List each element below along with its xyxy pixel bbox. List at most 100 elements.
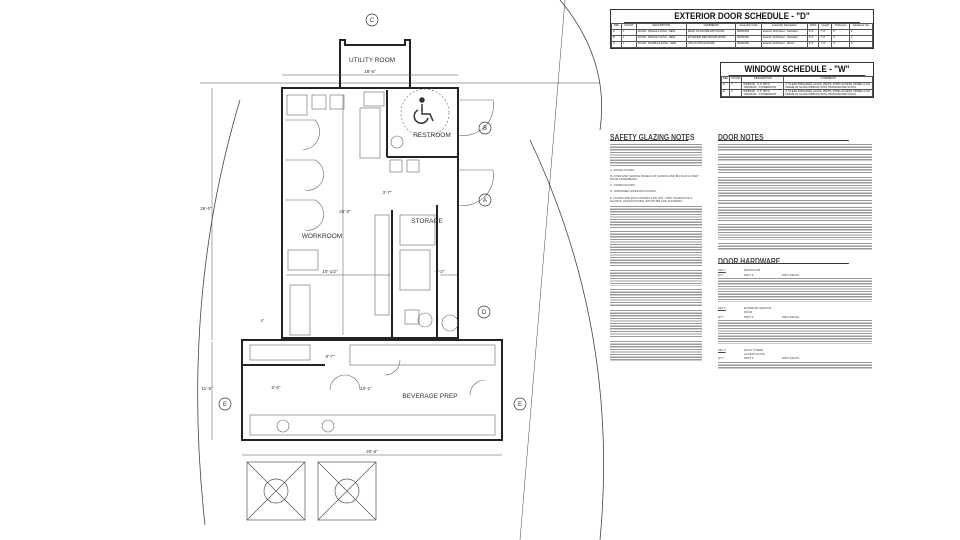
table-cell: E xyxy=(720,89,731,97)
dim-top: 18'-6" xyxy=(364,69,376,74)
hardware-set-header: SET 1 RESTROOM xyxy=(718,269,872,273)
dim-storage-width: 6'-2" xyxy=(436,269,445,274)
note-text xyxy=(718,206,872,221)
wheelchair-icon xyxy=(413,97,434,124)
safety-glazing-notes: SAFETY GLAZING NOTES A. SWING DOORS. B. … xyxy=(610,133,702,364)
table-cell: 3 xyxy=(849,41,873,48)
hardware-column-header: PART # xyxy=(744,272,754,277)
grid-line xyxy=(519,0,566,540)
table-cell: WINDOW - 3'-0" WITH TRANSOM - STOREFRONT xyxy=(741,89,785,97)
note-text xyxy=(610,206,702,229)
dim-bev-left: 5'-6" xyxy=(272,385,281,390)
table-cell: 7'-0" xyxy=(818,41,833,48)
dim-work-width: 10'-1/2" xyxy=(322,269,338,274)
room-label-restroom: RESTROOM xyxy=(413,132,451,139)
walls xyxy=(241,39,503,441)
door-tag-b: B xyxy=(483,126,487,132)
note-item: C. STORM DOORS. xyxy=(610,183,636,188)
dim-corridor: 3'-7" xyxy=(383,190,392,195)
dim-pass: 9'-7" xyxy=(326,354,335,359)
door-schedule-title: EXTERIOR DOOR SCHEDULE - "D" xyxy=(624,10,860,23)
hardware-set-name: RESTROOM xyxy=(744,268,761,273)
note-text xyxy=(718,242,872,250)
table-cell: B2030150 xyxy=(735,41,762,48)
room-label-workroom: WORKROOM xyxy=(302,233,342,240)
patio-tables xyxy=(246,461,377,521)
site-arc-right-top xyxy=(559,0,603,131)
hardware-set-id: SET 3 xyxy=(718,348,726,353)
note-text xyxy=(718,199,872,204)
note-text xyxy=(610,231,702,268)
table-cell: C xyxy=(611,41,622,48)
hardware-column-header: PART DETAIL xyxy=(782,314,800,319)
hardware-items xyxy=(718,320,872,345)
site-arc-right xyxy=(529,139,605,540)
room-label-utility: UTILITY ROOM xyxy=(349,57,395,64)
hardware-column-header: PART # xyxy=(744,314,754,319)
table-cell: WINDOW - 3'-0" WITH TRANSOM - STOREFRONT xyxy=(741,82,785,90)
note-text xyxy=(610,270,702,287)
note-item: D. UNFRAMED SWINGING DOORS. xyxy=(610,189,657,194)
hardware-column-header: PART DETAIL xyxy=(782,272,800,277)
dimension-lines xyxy=(211,74,502,456)
note-text xyxy=(718,153,872,161)
table-cell: 6 xyxy=(729,89,743,97)
hardware-items xyxy=(718,361,872,370)
hardware-set-name: EXTERIOR SERVICE DOOR xyxy=(744,306,772,314)
room-label-storage: STORAGE xyxy=(411,218,443,225)
hardware-set-id: SET 1 xyxy=(718,268,726,273)
site-arc-left xyxy=(197,99,241,526)
door-tag-a: A xyxy=(483,198,487,204)
room-label-beverage: BEVERAGE PREP xyxy=(402,393,457,400)
hardware-column-header: PART # xyxy=(744,356,754,361)
table-cell: D xyxy=(720,82,731,90)
dim-bev-mid: 10'-1" xyxy=(360,386,372,391)
table-cell: 1" CLEAR INSULATED GLASS, WHITE, POINT-A… xyxy=(783,82,873,90)
note-text xyxy=(610,289,702,308)
window-schedule-title: WINDOW SCHEDULE - "W" xyxy=(728,63,866,76)
hardware-column-header: QTY xyxy=(718,314,724,319)
note-item: B. FIXED AND SLIDING PANELS OF SLIDING A… xyxy=(610,173,699,182)
table-cell: UTILITY ENCLOSURE xyxy=(686,41,737,48)
hardware-columns: QTY PART # PART DETAIL xyxy=(718,357,872,361)
note-item: E. DOORS AND ENCLOSURES FOR HOT TUBS, WH… xyxy=(610,195,693,204)
table-cell: 1 xyxy=(620,41,637,48)
hardware-set-header: SET 2 EXTERIOR SERVICE DOOR xyxy=(718,307,872,314)
dim-ext: 4' xyxy=(260,318,264,323)
door-notes: DOOR NOTES DOOR HARDWARE SET 1 RESTROOM QT… xyxy=(718,134,872,373)
door-hardware-title: DOOR HARDWARE xyxy=(718,257,849,265)
table-cell: 1 xyxy=(729,82,743,90)
hardware-column-header: QTY xyxy=(718,356,724,361)
note-item: A. SWING DOORS. xyxy=(610,167,635,172)
door-notes-title: DOOR NOTES xyxy=(718,134,849,141)
window-tag-e-right: E xyxy=(518,402,522,408)
note-text xyxy=(610,143,702,166)
dim-bev-height: 11'-5" xyxy=(201,386,213,391)
hardware-columns: QTY PART # PART DETAIL xyxy=(718,314,872,320)
dim-bev-width: 20'-6" xyxy=(366,449,378,454)
note-text xyxy=(718,176,872,197)
safety-notes-title: SAFETY GLAZING NOTES xyxy=(610,133,695,142)
table-cell: 2" xyxy=(831,41,850,48)
window-tag-d: D xyxy=(482,310,487,316)
table-cell: Exterior Solid Door - Wood xyxy=(760,41,808,48)
note-text xyxy=(610,310,702,339)
window-tag-e-left: E xyxy=(223,402,227,408)
note-text xyxy=(718,223,872,240)
hardware-items xyxy=(718,278,872,303)
hardware-column-header: PART DETAIL xyxy=(782,356,800,361)
table-cell: 1" CLEAR INSULATED GLASS, WHITE, POINT-A… xyxy=(783,89,873,97)
hardware-set-id: SET 2 xyxy=(718,306,726,311)
note-text xyxy=(610,341,702,362)
note-text xyxy=(718,143,872,151)
fixtures xyxy=(249,88,496,436)
table-cell: DOOR - DOUBLE FLUSH - NEW xyxy=(635,41,688,48)
